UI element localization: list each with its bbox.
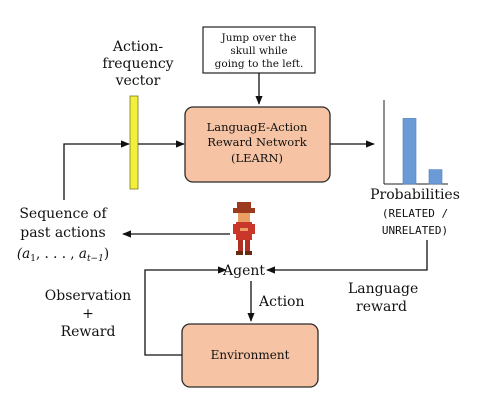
observation-line-3: Reward [61, 324, 116, 340]
past-actions-line-3: (a1, . . . , at−1) [17, 246, 109, 264]
instruction-line-2: skull while [230, 45, 287, 57]
action-frequency-label-3: vector [115, 73, 161, 89]
network-line-1: LanguagE-Action [207, 120, 308, 134]
observation-line-1: Observation [45, 288, 131, 304]
past-actions-to-vector-arrow [63, 140, 130, 200]
past-actions-line-2: past actions [20, 225, 106, 241]
agent-sprite [233, 202, 255, 255]
instruction-line-3: going to the left. [215, 58, 304, 70]
language-reward-arrow [266, 240, 428, 274]
action-frequency-label-2: frequency [102, 56, 173, 72]
network-line-2: Reward Network [207, 135, 307, 149]
action-label: Action [258, 294, 305, 310]
observation-reward-arrow [144, 266, 227, 356]
network-line-3: (LEARN) [231, 151, 283, 165]
agent-label: Agent [222, 263, 265, 279]
bar-unrelated [428, 169, 443, 185]
instruction-box [202, 26, 316, 74]
language-reward-line-1: Language [348, 281, 418, 297]
bar-related [402, 118, 417, 185]
probabilities-title: Probabilities [370, 187, 460, 203]
language-reward-line-2: reward [356, 299, 407, 315]
instruction-line-1: Jump over the [220, 32, 296, 44]
action-frequency-label-1: Action- [112, 39, 164, 55]
probability-chart [383, 100, 448, 185]
environment-label: Environment [211, 348, 290, 362]
probabilities-related: (RELATED / [382, 207, 448, 220]
past-actions-line-1: Sequence of [19, 206, 108, 222]
observation-line-2: + [82, 306, 94, 322]
action-frequency-vector [129, 95, 139, 190]
probabilities-unrelated: UNRELATED) [382, 224, 448, 237]
